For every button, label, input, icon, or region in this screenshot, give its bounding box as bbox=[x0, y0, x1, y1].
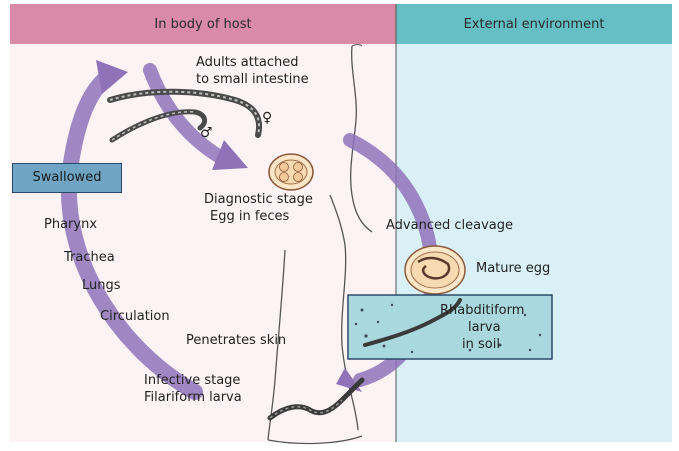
lungs-label: Lungs bbox=[82, 278, 121, 294]
rhabditiform-label-line3: in soil bbox=[462, 337, 500, 353]
host-header-label: In body of host bbox=[154, 17, 251, 32]
environment-header: External environment bbox=[396, 4, 672, 44]
diagnostic-egg bbox=[269, 154, 313, 190]
swallowed-box: Swallowed bbox=[12, 163, 122, 193]
infective-label-line2: Filariform larva bbox=[144, 390, 242, 406]
pharynx-label: Pharynx bbox=[44, 217, 97, 233]
advanced-cleavage-label: Advanced cleavage bbox=[386, 218, 513, 234]
rhabditiform-label-line2: larva bbox=[468, 320, 501, 336]
rhabditiform-label-line1: Rhabditiform bbox=[440, 303, 524, 319]
environment-header-label: External environment bbox=[464, 17, 605, 32]
mature-egg bbox=[405, 246, 465, 294]
diagnostic-label-line2: Egg in feces bbox=[210, 209, 289, 225]
male-symbol: ♂ bbox=[200, 125, 213, 141]
swallowed-label: Swallowed bbox=[33, 170, 102, 186]
diagnostic-label-line1: Diagnostic stage bbox=[204, 192, 313, 208]
trachea-label: Trachea bbox=[64, 250, 115, 266]
female-symbol: ♀ bbox=[262, 110, 272, 126]
circulation-label: Circulation bbox=[100, 309, 170, 325]
infective-label-line1: Infective stage bbox=[144, 373, 240, 389]
adults-label-line2: to small intestine bbox=[196, 72, 309, 88]
mature-egg-label: Mature egg bbox=[476, 261, 550, 277]
environment-region bbox=[396, 44, 672, 442]
penetrates-skin-label: Penetrates skin bbox=[186, 333, 286, 349]
host-header: In body of host bbox=[10, 4, 396, 44]
adults-label-line1: Adults attached bbox=[196, 55, 299, 71]
